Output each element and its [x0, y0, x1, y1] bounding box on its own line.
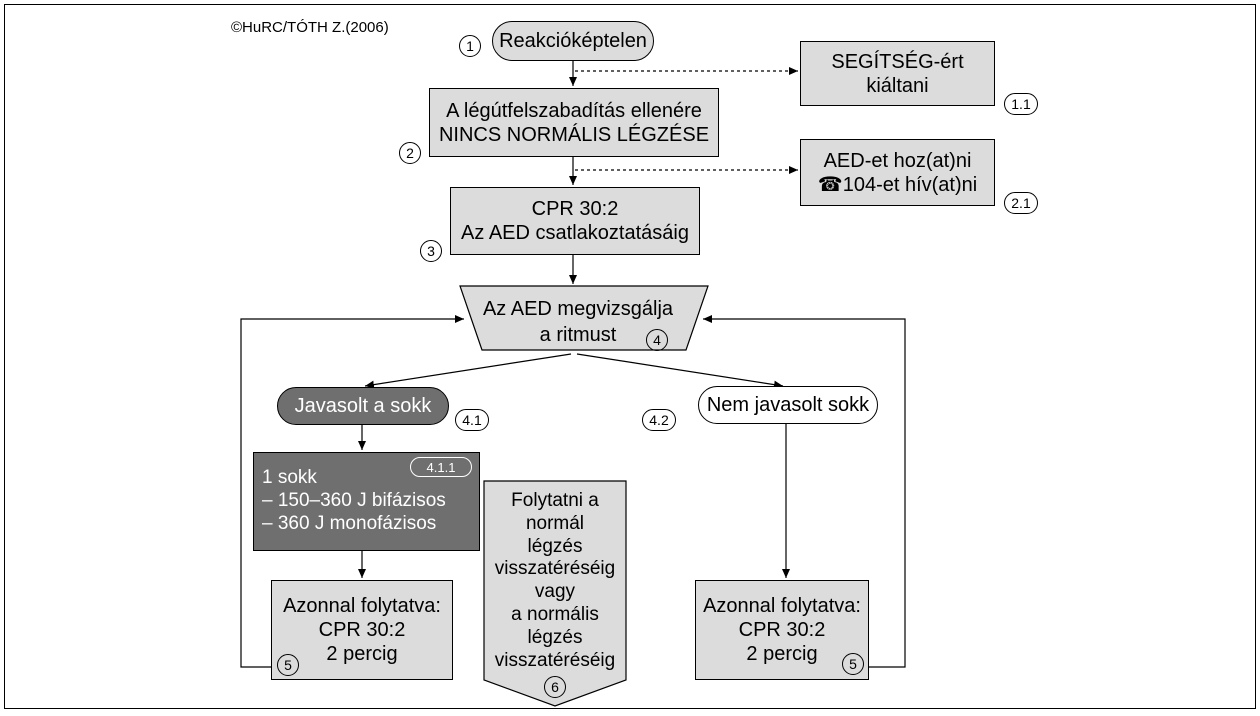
- step-4-1-label: Javasolt a sokk: [294, 395, 432, 417]
- step-4-1-1-box: 1 sokk – 150–360 J bifázisos – 360 J mon…: [253, 452, 480, 551]
- step-1-number: 1: [459, 35, 481, 57]
- pentagon-step-6: [483, 480, 627, 707]
- step-6-text: Folytatni a normál légzés visszatéréséig…: [488, 490, 622, 672]
- step-4-text: Az AED megvizsgálja a ritmust: [465, 296, 691, 348]
- step-6-line-3: visszatéréséig: [494, 558, 616, 580]
- step-4-line-1: Az AED megvizsgálja: [482, 298, 674, 320]
- step-1-box: Reakcióképtelen: [492, 21, 654, 61]
- loop-back-right: [703, 315, 906, 668]
- step-6-line-1: Folytatni a normál: [511, 490, 599, 534]
- step-1-1-box: SEGÍTSÉG-ért kiáltani: [800, 41, 995, 106]
- step-5-right-box: Azonnal folytatva: CPR 30:2 2 percig: [695, 580, 869, 680]
- step-6-line-2: légzés: [527, 535, 583, 557]
- trapezoid-step-4: [459, 285, 709, 351]
- step-4-2-box: Nem javasolt sokk: [698, 386, 878, 424]
- flowchart-canvas: ©HuRC/TÓTH Z.(2006) Reakcióképtelen 1 SE…: [4, 4, 1256, 709]
- step-4-1-number: 4.1: [455, 409, 489, 431]
- loop-back-left: [240, 315, 464, 668]
- step-5-left-number: 5: [277, 654, 299, 676]
- step-4-1-1-number: 4.1.1: [410, 457, 472, 477]
- step-6-line-4: vagy: [534, 581, 576, 603]
- step-5-left-line-1: Azonnal folytatva:: [283, 595, 441, 617]
- step-5-right-line-1: Azonnal folytatva:: [703, 595, 861, 617]
- step-6-number: 6: [544, 676, 566, 698]
- step-2-box: A légútfelszabadítás ellenére NINCS NORM…: [429, 88, 719, 157]
- copyright-text: ©HuRC/TÓTH Z.(2006): [231, 19, 389, 36]
- step-5-right-number: 5: [842, 653, 864, 675]
- step-2-1-box: AED-et hoz(at)ni ☎︎104-et hív(at)ni: [800, 139, 995, 206]
- step-4-1-1-line-1: 1 sokk: [262, 467, 317, 489]
- step-4-2-label: Nem javasolt sokk: [706, 394, 870, 416]
- phone-icon: ☎︎: [817, 173, 843, 196]
- step-3-number: 3: [420, 240, 442, 262]
- step-4-1-box: Javasolt a sokk: [277, 387, 449, 425]
- step-4-2-number: 4.2: [642, 409, 676, 431]
- step-2-line-1: A légútfelszabadítás ellenére: [446, 99, 702, 122]
- step-5-right-line-2: CPR 30:2: [738, 619, 826, 641]
- step-2-1-number: 2.1: [1004, 192, 1038, 214]
- step-6-line-5: a normális légzés: [511, 603, 599, 648]
- step-2-line-2: NINCS NORMÁLIS LÉGZÉSE: [438, 123, 710, 146]
- step-1-label: Reakcióképtelen: [499, 30, 647, 52]
- arrow-4-to-4-1: [364, 353, 572, 389]
- step-2-number: 2: [399, 142, 421, 164]
- step-3-line-1: CPR 30:2: [531, 198, 619, 220]
- arrow-4-to-4-2: [576, 353, 784, 389]
- step-3-box: CPR 30:2 Az AED csatlakoztatásáig: [450, 187, 700, 255]
- step-3-line-2: Az AED csatlakoztatásáig: [461, 222, 689, 244]
- step-1-1-number: 1.1: [1004, 93, 1038, 115]
- step-4-1-1-line-2: – 150–360 J bifázisos: [262, 490, 446, 512]
- step-5-left-line-3: 2 percig: [326, 643, 398, 665]
- step-1-1-line-2: kiáltani: [866, 74, 929, 97]
- step-5-right-line-3: 2 percig: [746, 643, 818, 665]
- step-2-1-line-2: 104-et hív(at)ni: [842, 173, 978, 196]
- step-4-1-1-line-3: – 360 J monofázisos: [262, 512, 437, 534]
- connector-lines: [240, 61, 906, 707]
- step-5-left-box: Azonnal folytatva: CPR 30:2 2 percig: [271, 580, 453, 680]
- step-6-line-6: visszatéréséig: [494, 649, 616, 671]
- step-4-number: 4: [646, 329, 668, 351]
- step-2-1-line-2-wrap: ☎︎104-et hív(at)ni: [818, 173, 977, 197]
- step-2-1-line-1: AED-et hoz(at)ni: [823, 149, 972, 172]
- step-4-line-2: a ritmust: [539, 324, 617, 346]
- step-5-left-line-2: CPR 30:2: [318, 619, 406, 641]
- step-1-1-line-1: SEGÍTSÉG-ért: [831, 50, 964, 73]
